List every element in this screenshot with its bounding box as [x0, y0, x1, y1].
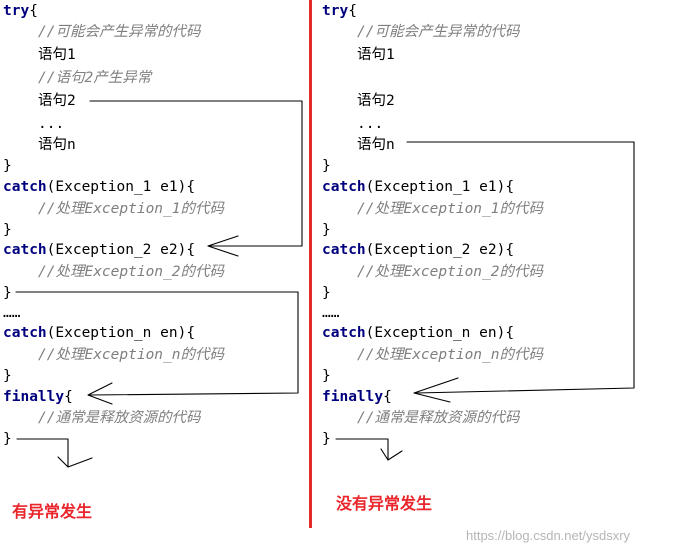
left-comment-en: //处理Exception_n的代码 [38, 347, 224, 363]
left-catch-1-close: } [3, 222, 12, 238]
panel-divider [309, 0, 312, 528]
left-arrow-s2-to-catch2 [89, 100, 303, 247]
left-comment-e2: //处理Exception_2的代码 [38, 264, 224, 280]
left-line-try: try{ [3, 3, 38, 19]
right-arrowhead-finally [413, 377, 459, 403]
left-catch-1: catch(Exception_1 e1){ [3, 179, 196, 195]
left-comment-e1: //处理Exception_1的代码 [38, 201, 224, 217]
left-try-close: } [3, 158, 12, 174]
right-statement-2: 语句2 [357, 93, 395, 109]
left-catch-n: catch(Exception_n en){ [3, 325, 196, 341]
right-catch-2: catch(Exception_2 e2){ [322, 242, 515, 258]
left-arrowhead-exit [57, 456, 93, 468]
right-arrowhead-exit [380, 448, 403, 461]
left-arrow-exit [16, 438, 69, 468]
right-ellipsis: …… [322, 305, 340, 321]
right-caption: 没有异常发生 [336, 494, 433, 513]
right-finally-close: } [322, 431, 331, 447]
right-comment-en: //处理Exception_n的代码 [357, 347, 543, 363]
left-caption: 有异常发生 [12, 502, 93, 521]
right-comment-e1: //处理Exception_1的代码 [357, 201, 543, 217]
left-comment-s2-exception: //语句2产生异常 [38, 70, 152, 86]
left-comment-maybe: //可能会产生异常的代码 [38, 24, 201, 40]
keyword-try: try [3, 3, 30, 19]
right-comment-e2: //处理Exception_2的代码 [357, 264, 543, 280]
left-catch-n-close: } [3, 368, 12, 384]
left-ellipsis: …… [3, 305, 21, 321]
left-catch-2: catch(Exception_2 e2){ [3, 242, 196, 258]
right-catch-2-close: } [322, 285, 331, 301]
watermark: https://blog.csdn.net/ysdsxry [466, 528, 631, 543]
right-catch-n-close: } [322, 368, 331, 384]
right-finally: finally{ [322, 389, 392, 405]
right-catch-1: catch(Exception_1 e1){ [322, 179, 515, 195]
right-line-try: try{ [322, 3, 357, 19]
right-comment-maybe: //可能会产生异常的代码 [357, 24, 520, 40]
right-statement-n: 语句n [357, 137, 395, 153]
right-arrow-sn-to-finally [406, 141, 635, 394]
right-arrow-exit [335, 438, 389, 461]
right-catch-n: catch(Exception_n en){ [322, 325, 515, 341]
left-arrowhead-catch2 [207, 235, 239, 257]
left-comment-finally: //通常是释放资源的代码 [38, 410, 201, 426]
left-statement-2: 语句2 [38, 93, 76, 109]
right-try-close: } [322, 158, 331, 174]
left-statement-1: 语句1 [38, 47, 76, 63]
right-dots: ... [357, 116, 384, 132]
left-arrowhead-finally [87, 382, 113, 405]
left-statement-n: 语句n [38, 137, 76, 153]
left-catch-2-close: } [3, 285, 12, 301]
left-finally-close: } [3, 431, 12, 447]
left-dots: ... [38, 116, 65, 132]
right-catch-1-close: } [322, 222, 331, 238]
right-statement-1: 语句1 [357, 47, 395, 63]
left-finally: finally{ [3, 389, 73, 405]
right-comment-finally: //通常是释放资源的代码 [357, 410, 520, 426]
left-arrow-catch2-to-finally [15, 291, 299, 396]
